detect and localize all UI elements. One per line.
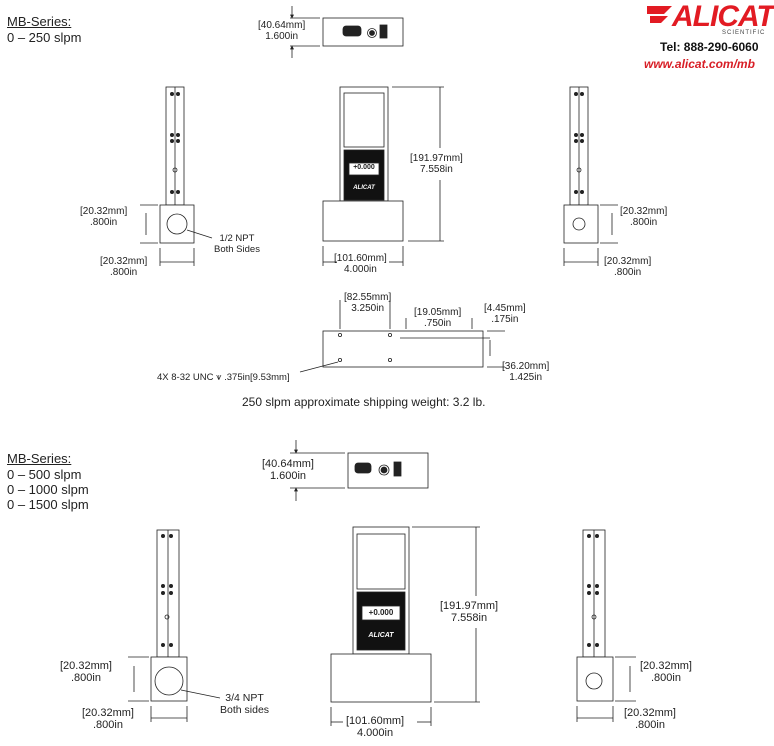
top-plan-view-250	[290, 6, 404, 58]
dim-port-width-right: [20.32mm].800in	[604, 256, 652, 278]
dim-port-width-left: [20.32mm].800in	[100, 256, 148, 278]
dim-height: [191.97mm]7.558in	[410, 153, 463, 175]
display-logo: ALICAT	[368, 632, 394, 639]
dim-port-height-right: [20.32mm].800in	[640, 660, 692, 684]
dim-port-width-right: [20.32mm].800in	[624, 707, 676, 731]
dim-mount-depth: [36.20mm]1.425in	[502, 361, 550, 383]
dim-port-height-left: [20.32mm].800in	[80, 206, 128, 228]
dim-width: [101.60mm]4.000in	[346, 715, 405, 739]
hole-spec: 4X 8-32 UNC ⩛ .375in[9.53mm]	[157, 372, 290, 383]
right-side-view-250	[563, 86, 618, 266]
dim-port-height-right: [20.32mm].800in	[620, 206, 668, 228]
series-title: MB-Series:	[7, 451, 72, 466]
series-range: 0 – 1500 slpm	[7, 497, 89, 512]
brand-sub: SCIENTIFIC	[722, 30, 766, 36]
front-view-250	[322, 86, 444, 266]
mounting-view-250	[299, 300, 505, 373]
dim-mount-offset: [19.05mm].750in	[414, 307, 462, 329]
alicat-logo-mark	[647, 6, 672, 23]
top-plan-view-1500	[290, 440, 429, 501]
dim-mount-spacing: [82.55mm]3.250in	[344, 292, 392, 314]
dim-depth: [40.64mm]1.600in	[258, 20, 306, 42]
right-side-view-1500	[576, 529, 636, 722]
shipping-weight: 250 slpm approximate shipping weight: 3.…	[242, 395, 486, 409]
dim-height: [191.97mm]7.558in	[440, 600, 499, 624]
dim-port-height-left: [20.32mm].800in	[60, 660, 112, 684]
display-reading: +0.000	[353, 164, 375, 171]
series-range: 0 – 1000 slpm	[7, 482, 89, 497]
series-title: MB-Series:	[7, 14, 72, 29]
brand-tel: Tel: 888-290-6060	[660, 40, 759, 54]
dim-width: [101.60mm]4.000in	[334, 253, 387, 275]
display-logo: ALICAT	[353, 185, 375, 191]
front-view-1500	[330, 526, 480, 726]
display-reading: +0.000	[368, 608, 394, 617]
left-side-view-250	[140, 86, 213, 266]
brand-web-link[interactable]: www.alicat.com/mb	[644, 57, 755, 71]
dim-port-width-left: [20.32mm].800in	[82, 707, 134, 731]
dim-depth: [40.64mm]1.600in	[262, 458, 314, 482]
dim-mount-edge: [4.45mm].175in	[484, 303, 526, 325]
series-range: 0 – 250 slpm	[7, 30, 82, 45]
left-side-view-1500	[128, 529, 221, 722]
series-range: 0 – 500 slpm	[7, 467, 82, 482]
brand-name: ALICAT	[672, 0, 774, 33]
